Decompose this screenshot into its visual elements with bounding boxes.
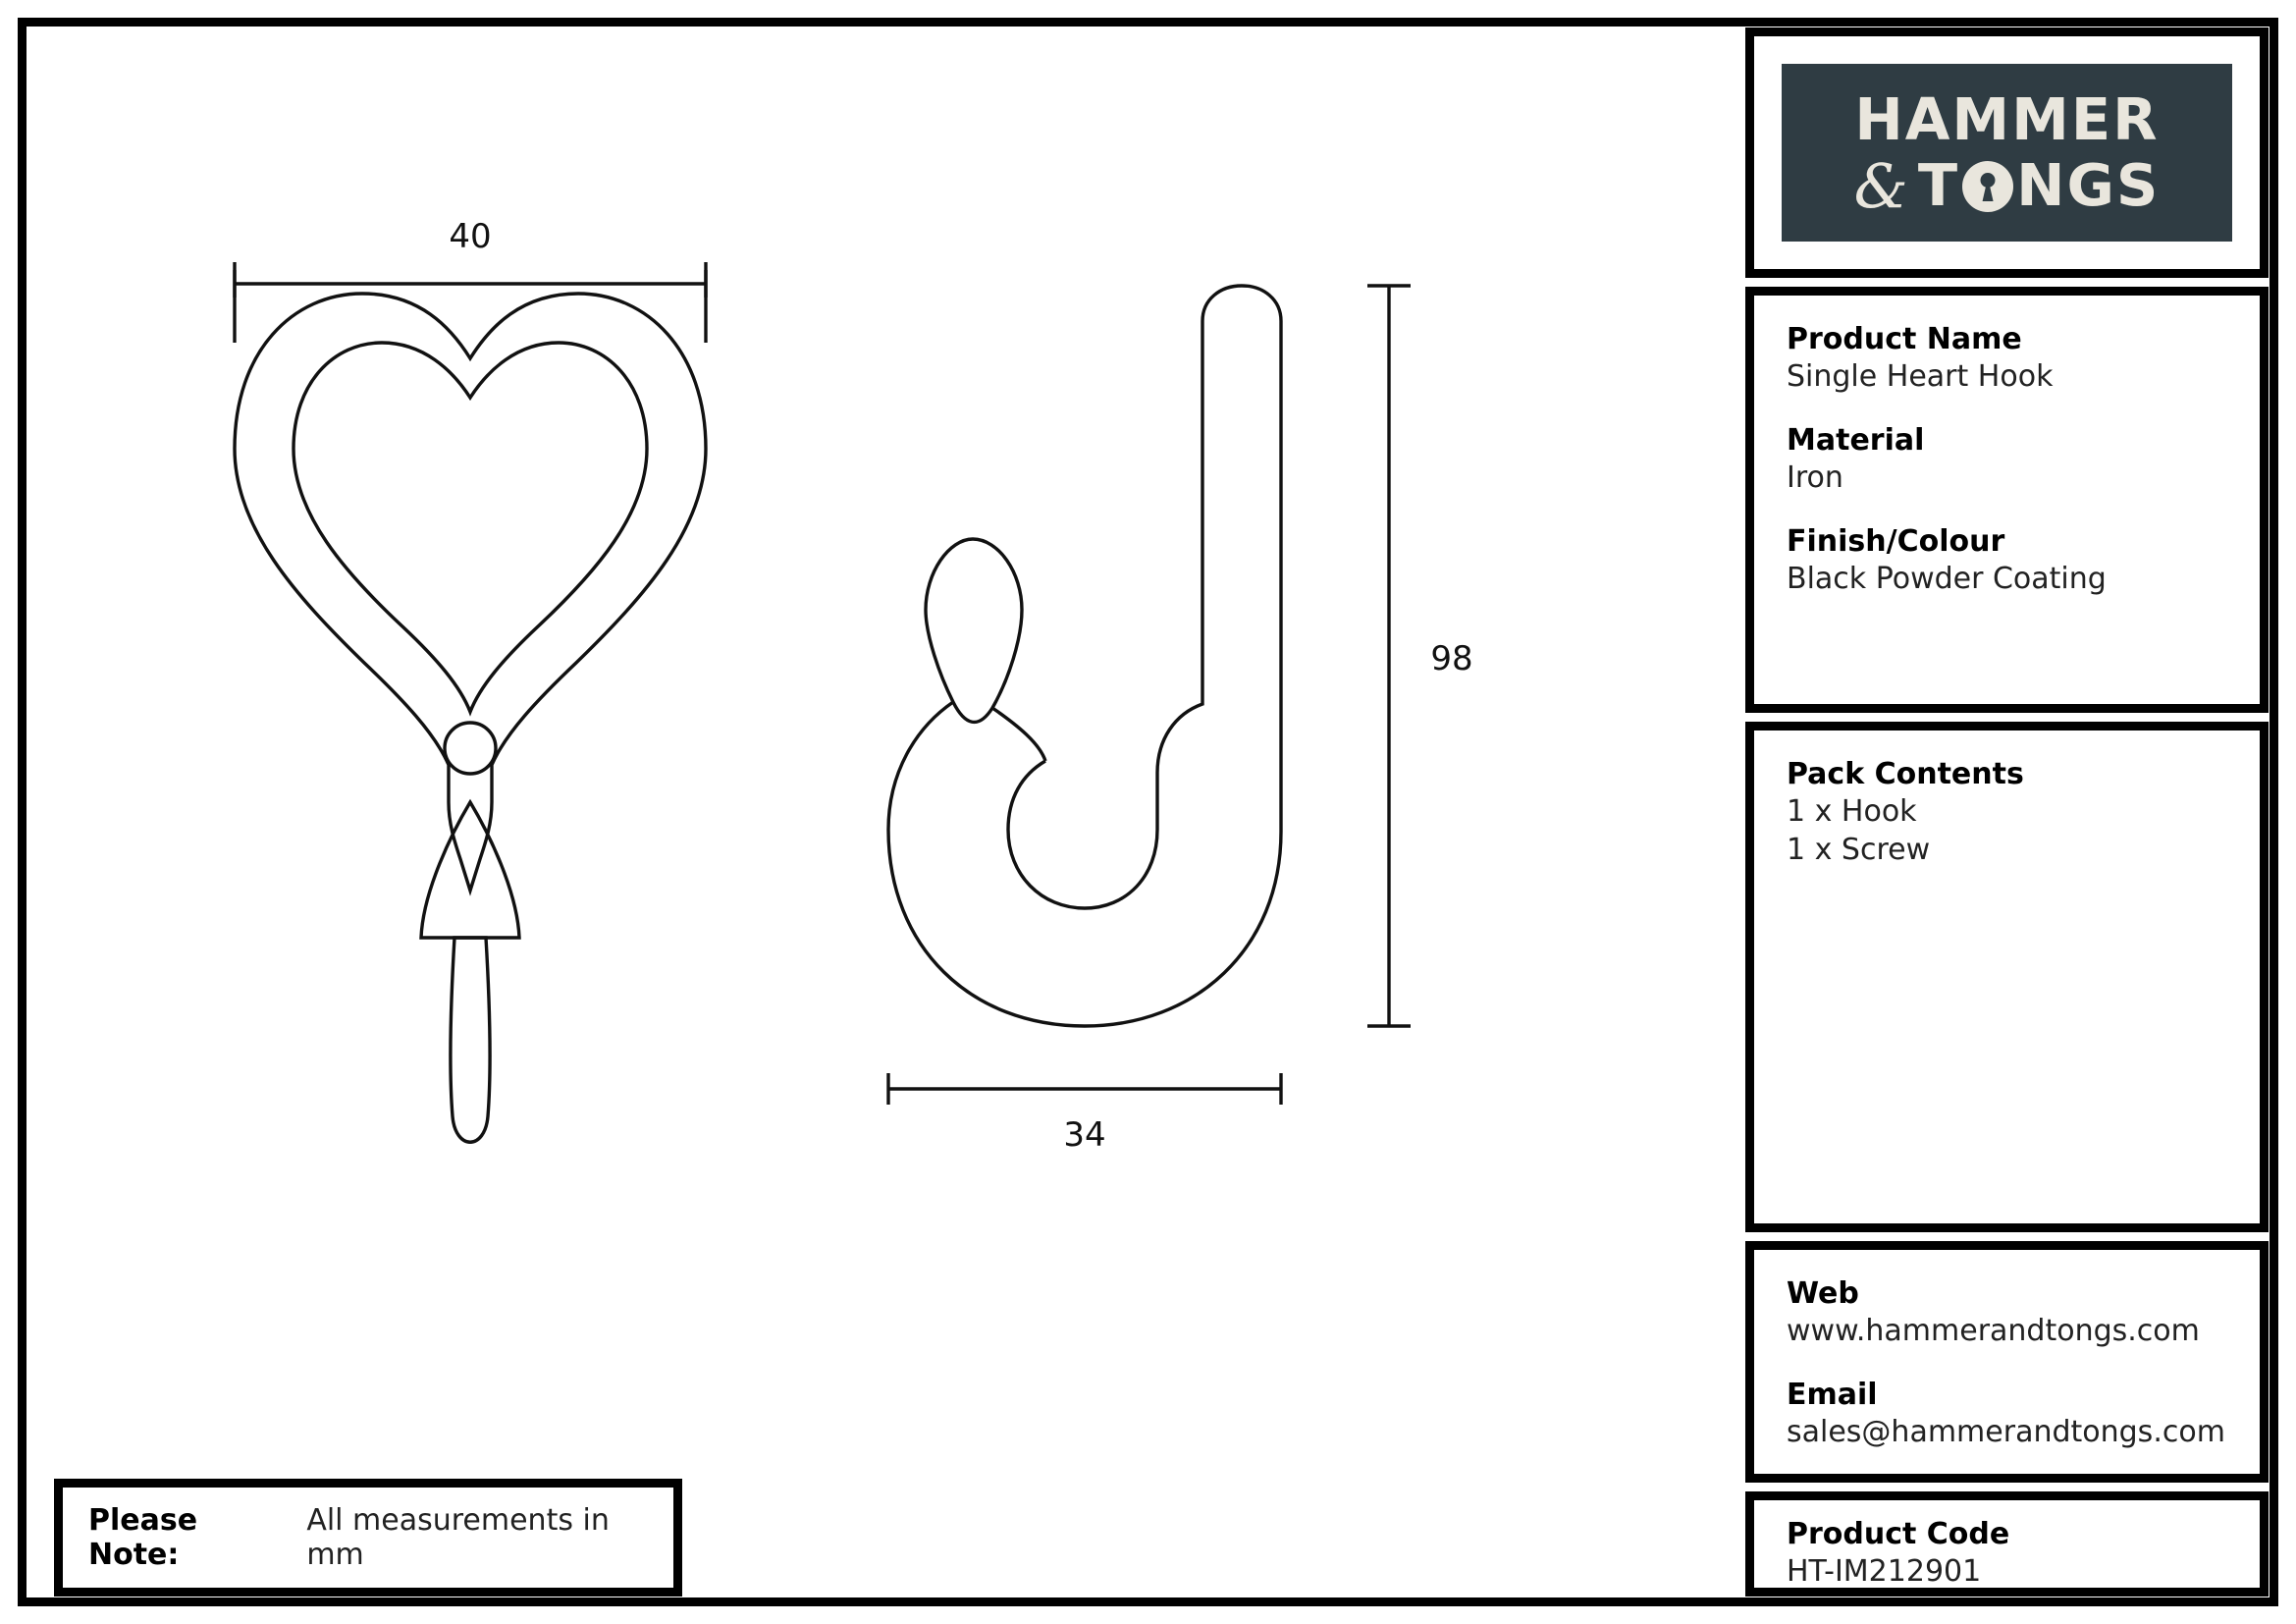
finish-value: Black Powder Coating [1787,561,2107,596]
product-name-value: Single Heart Hook [1787,359,2054,395]
pack-contents-item: 1 x Hook [1787,794,1917,830]
brand-logo-tongs-pre: T [1917,150,1960,219]
sheet-border [18,18,2278,1606]
web-value[interactable]: www.hammerandtongs.com [1787,1314,2200,1349]
ampersand-icon: & [1853,150,1908,222]
info-column: HAMMER & T NGS Product Name Single Heart… [1745,27,2269,1597]
web-label: Web [1787,1276,1859,1311]
finish-field: Finish/Colour Black Powder Coating [1787,523,2240,599]
pack-contents-content: Pack Contents 1 x Hook 1 x Screw [1787,756,2240,869]
side-depth-dimension [886,1073,1283,1105]
product-name-field: Product Name Single Heart Hook [1787,321,2240,397]
brand-logo-tongs-post: NGS [2016,150,2161,219]
email-field: Email sales@hammerandtongs.com [1787,1377,2240,1452]
brand-logo-line-1: HAMMER [1854,85,2160,153]
material-label: Material [1787,422,1925,458]
pack-contents-label: Pack Contents [1787,757,2024,791]
material-value: Iron [1787,460,1843,496]
product-code-panel: Product Code HT-IM212901 [1745,1491,2269,1597]
contact-panel: Web www.hammerandtongs.com Email sales@h… [1745,1241,2269,1483]
product-details-content: Product Name Single Heart Hook Material … [1787,321,2240,598]
email-label: Email [1787,1377,1878,1412]
email-value[interactable]: sales@hammerandtongs.com [1787,1415,2225,1450]
note-label: Please Note: [88,1503,198,1572]
pack-contents-item: 1 x Screw [1787,832,1931,867]
product-code-label: Product Code [1787,1517,2010,1551]
web-field: Web www.hammerandtongs.com [1787,1275,2240,1351]
brand-logo: HAMMER & T NGS [1782,64,2232,242]
product-drawings-svg: 40 98 [233,217,1473,1155]
pack-contents-panel: Pack Contents 1 x Hook 1 x Screw [1745,722,2269,1232]
drawing-area: 40 98 [27,27,1735,1597]
brand-logo-panel: HAMMER & T NGS [1745,27,2269,278]
finish-label: Finish/Colour [1787,523,2005,559]
keyhole-icon [1962,161,2014,212]
measurement-note-box: Please Note: All measurements in mm [54,1479,682,1597]
side-height-dimension [1367,284,1411,1028]
product-code-content: Product Code HT-IM212901 [1787,1516,2240,1592]
side-depth-label: 34 [1063,1115,1105,1155]
front-width-dimension [233,262,708,343]
side-height-label: 98 [1430,639,1472,678]
brand-logo-line-2: & T NGS [1853,150,2161,222]
material-field: Material Iron [1787,422,2240,498]
front-width-label: 40 [449,217,491,256]
brand-logo-tongs: T NGS [1918,156,2161,214]
front-view-drawing [233,292,708,1144]
product-details-panel: Product Name Single Heart Hook Material … [1745,287,2269,713]
product-code-value: HT-IM212901 [1787,1554,1982,1590]
contact-content: Web www.hammerandtongs.com Email sales@h… [1787,1275,2240,1452]
side-view-drawing [886,284,1283,1028]
note-text: All measurements in mm [306,1503,610,1572]
product-name-label: Product Name [1787,322,2022,356]
